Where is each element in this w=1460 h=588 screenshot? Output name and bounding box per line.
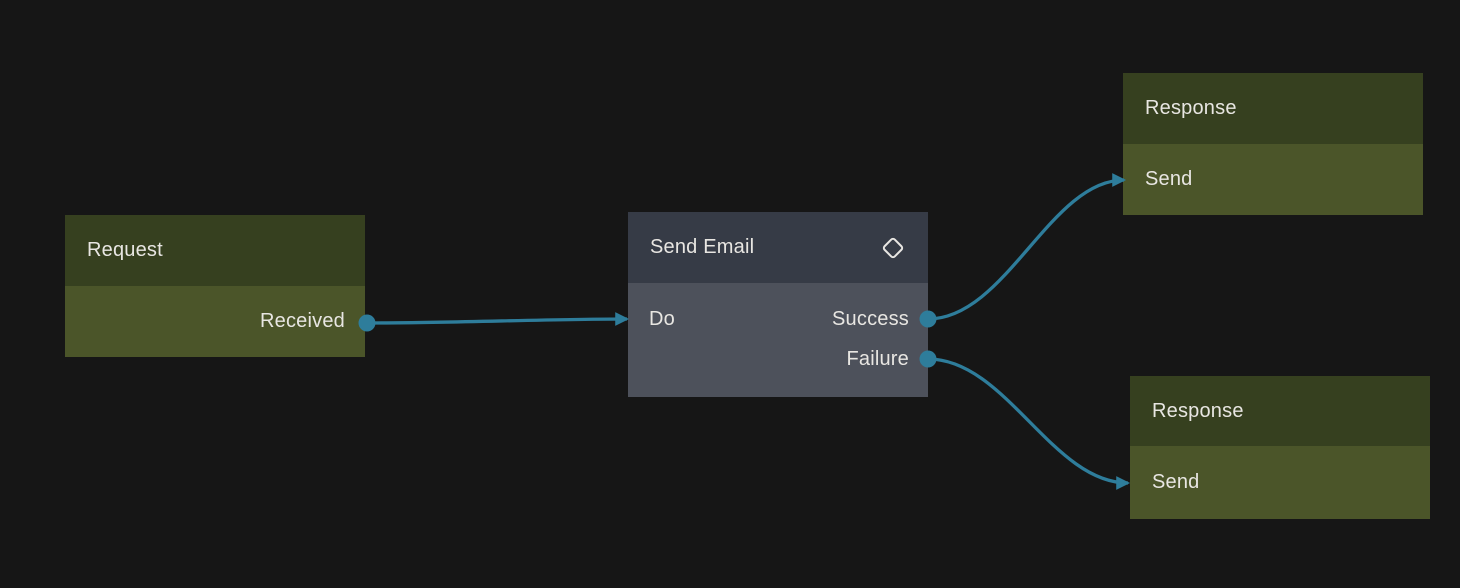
- success-port-handle[interactable]: [919, 310, 937, 328]
- received-port-handle[interactable]: [358, 314, 376, 332]
- node-request[interactable]: Request Received: [65, 215, 365, 357]
- node-send-email-body: Do Success Failure: [628, 283, 928, 397]
- port-send-label[interactable]: Send: [1152, 471, 1200, 493]
- node-response-success-title: Response: [1145, 97, 1237, 119]
- port-success-label[interactable]: Success: [832, 307, 909, 330]
- node-response-failure-body: Send: [1130, 446, 1430, 519]
- edge-received-to-do[interactable]: [366, 312, 630, 326]
- node-send-email-header[interactable]: Send Email: [628, 212, 928, 283]
- node-response-success-body: Send: [1123, 144, 1423, 215]
- diamond-icon: [880, 235, 906, 261]
- node-request-header[interactable]: Request: [65, 215, 365, 286]
- port-do-label[interactable]: Do: [649, 307, 675, 330]
- node-response-success[interactable]: Response Send: [1123, 73, 1423, 215]
- node-response-failure-title: Response: [1152, 399, 1244, 422]
- node-request-body: Received: [65, 286, 365, 357]
- port-send-label[interactable]: Send: [1145, 168, 1193, 190]
- node-send-email[interactable]: Send Email Do Success Failure: [628, 212, 928, 397]
- node-response-success-header[interactable]: Response: [1123, 73, 1423, 144]
- node-response-failure[interactable]: Response Send: [1130, 376, 1430, 519]
- node-response-failure-header[interactable]: Response: [1130, 376, 1430, 446]
- failure-port-handle[interactable]: [919, 350, 937, 368]
- edge-success-to-response-send[interactable]: [927, 173, 1127, 321]
- port-failure-label[interactable]: Failure: [846, 347, 909, 370]
- node-request-title: Request: [87, 239, 163, 261]
- edge-failure-to-response-send[interactable]: [927, 357, 1131, 490]
- port-received-label[interactable]: Received: [260, 310, 345, 332]
- node-send-email-title: Send Email: [650, 236, 755, 258]
